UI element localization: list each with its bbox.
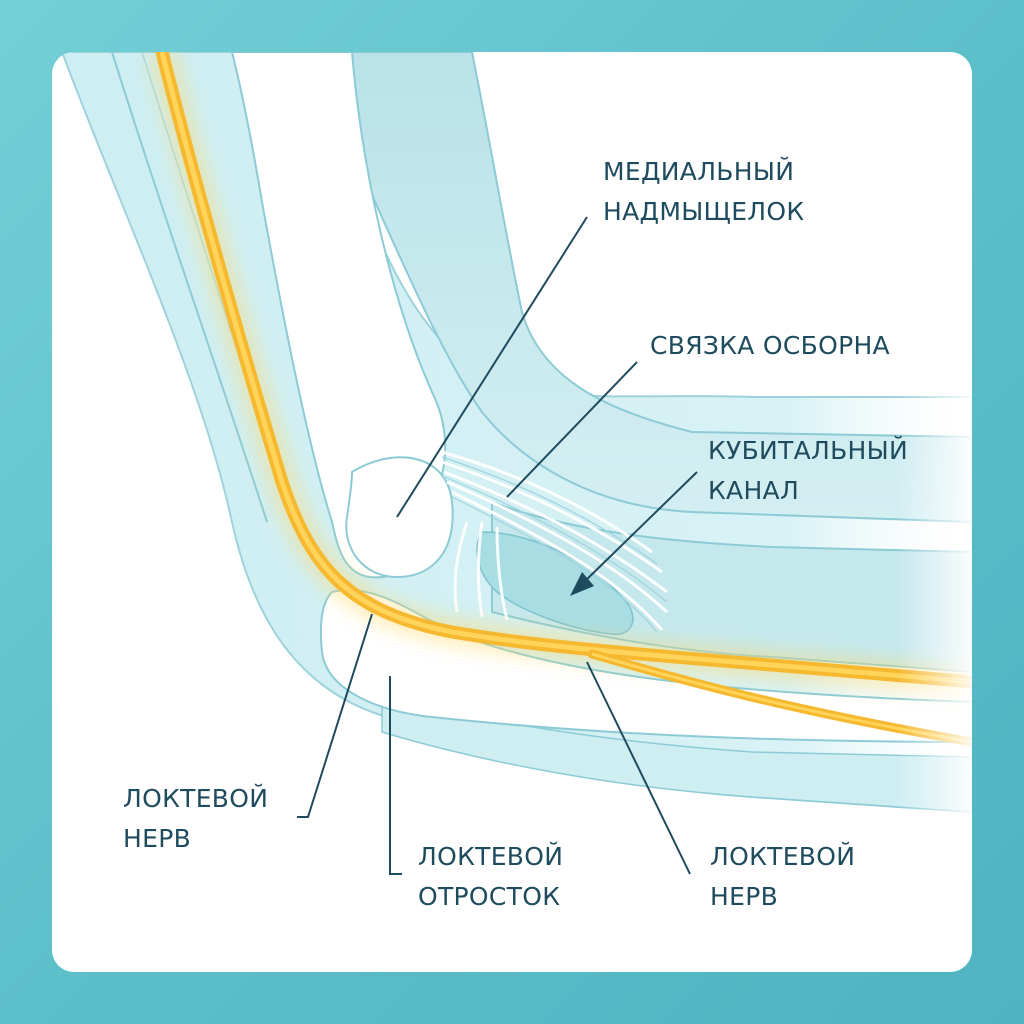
label-ulnar-nerve-left-line2: НЕРВ (123, 824, 192, 853)
label-ulnar-nerve-left: ЛОКТЕВОЙ НЕРВ (123, 779, 268, 859)
label-cubital-tunnel-line2: КАНАЛ (708, 476, 800, 505)
cubital-tunnel-arrowhead (570, 572, 594, 596)
leader-osborne-ligament (506, 361, 638, 498)
leader-lines (297, 216, 698, 875)
label-medial-epicondyle-line2: НАДМЫЩЕЛОК (603, 197, 805, 226)
label-olecranon-line1: ЛОКТЕВОЙ (418, 842, 564, 871)
label-medial-epicondyle-line1: МЕДИАЛЬНЫЙ (603, 157, 795, 186)
label-medial-epicondyle: МЕДИАЛЬНЫЙ НАДМЫЩЕЛОК (603, 152, 804, 232)
label-ulnar-nerve-left-line1: ЛОКТЕВОЙ (123, 784, 269, 813)
label-osborne-ligament: СВЯЗКА ОСБОРНА (650, 326, 890, 366)
label-cubital-tunnel-line1: КУБИТАЛЬНЫЙ (708, 436, 909, 465)
label-olecranon: ЛОКТЕВОЙ ОТРОСТОК (418, 837, 563, 917)
leader-medial-epicondyle (396, 216, 588, 518)
humerus-bone (230, 52, 447, 579)
label-osborne-ligament-line1: СВЯЗКА ОСБОРНА (650, 331, 890, 360)
leader-ulnar-nerve-left (297, 613, 373, 818)
diagram-card: МЕДИАЛЬНЫЙ НАДМЫЩЕЛОК СВЯЗКА ОСБОРНА КУБ… (52, 52, 972, 972)
medial-epicondyle-bone (345, 456, 454, 579)
leader-ulnar-nerve-right (586, 661, 691, 875)
leader-cubital-tunnel (581, 471, 698, 585)
elbow-anatomy-illustration (60, 52, 972, 875)
osborne-ligament-fibers (441, 450, 669, 631)
leader-olecranon (389, 676, 402, 875)
label-olecranon-line2: ОТРОСТОК (418, 882, 561, 911)
label-ulnar-nerve-right-line1: ЛОКТЕВОЙ (710, 842, 856, 871)
label-cubital-tunnel: КУБИТАЛЬНЫЙ КАНАЛ (708, 431, 908, 511)
label-ulnar-nerve-right: ЛОКТЕВОЙ НЕРВ (710, 837, 855, 917)
label-ulnar-nerve-right-line2: НЕРВ (710, 882, 779, 911)
